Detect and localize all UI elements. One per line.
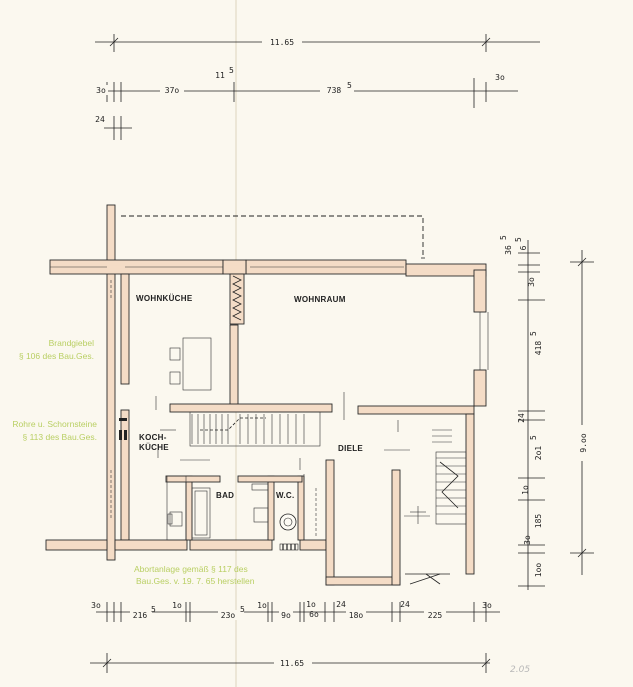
dim-top-wall: 24 — [95, 115, 105, 124]
dim-bottom-b: 216 — [133, 611, 148, 620]
entrance-steps — [405, 573, 450, 585]
bathtub — [191, 487, 211, 539]
dim-top-a: 37o — [165, 86, 180, 95]
wc-bowl — [279, 513, 297, 531]
dim-right-d: 418 — [534, 341, 543, 356]
dim-top-left: 3o — [96, 86, 106, 95]
approval-stamps: Brandgiebel § 106 des Bau.Ges. Rohre u. … — [12, 338, 254, 586]
dim-top-mid-small: 11 — [215, 71, 225, 80]
dim-bottom-l: 225 — [428, 611, 443, 620]
dashed-extension-outline — [121, 215, 424, 258]
flue-marks — [110, 280, 127, 520]
wall-bottom-wc — [299, 539, 327, 551]
wall-bad-left — [185, 475, 193, 541]
dim-right-g: 1o — [521, 485, 530, 495]
label-wohnkueche: WOHNKÜCHE — [136, 294, 193, 303]
wall-entrance-bottom — [325, 576, 401, 586]
dim-right-e: 24 — [517, 413, 526, 423]
label-bad: BAD — [216, 491, 234, 500]
stamp-rohre-1: Rohre u. Schornsteine — [12, 419, 97, 429]
wall-wc-right — [297, 475, 305, 541]
dim-bottom-b-sup: 5 — [151, 605, 156, 614]
stamp-brandgiebel-1: Brandgiebel — [49, 338, 94, 348]
dim-bottom-m: 3o — [482, 601, 492, 610]
wall-bottom-left — [45, 539, 108, 551]
dim-right-i: 3o — [523, 535, 532, 545]
dim-right-b: 6 — [519, 245, 528, 250]
dim-right-h: 185 — [534, 514, 543, 529]
stamp-abort-1: Abortanlage gemäß § 117 des — [134, 564, 248, 574]
dim-bottom-c: 1o — [172, 601, 182, 610]
kitchen-furniture — [155, 337, 212, 541]
dim-top-total: 11.65 — [270, 38, 294, 47]
dim-right-b-sup: 5 — [514, 237, 523, 242]
wall-entrance-right — [391, 469, 401, 586]
right-dimension-chain: 36 5 6 5 3o 418 5 24 2o1 5 1o 185 3o 1oo… — [499, 235, 594, 590]
dim-top-b-sup: 5 — [347, 81, 352, 90]
stamp-abort-2: Bau.Ges. v. 19. 7. 65 herstellen — [136, 576, 255, 586]
room-labels: WOHNKÜCHE WOHNRAUM KOCH- KÜCHE DIELE BAD… — [136, 294, 363, 500]
dim-top-mid-small-sup: 5 — [229, 66, 234, 75]
dim-bottom-k: 24 — [400, 600, 410, 609]
wall-bath-top — [237, 475, 303, 483]
dim-bottom-d-sup: 5 — [240, 605, 245, 614]
dim-bottom-f: 9o — [281, 611, 291, 620]
wall-diele-side — [465, 413, 475, 575]
lower-staircase — [404, 429, 467, 525]
label-wohnraum: WOHNRAUM — [294, 295, 346, 304]
dim-right-d-sup: 5 — [529, 331, 538, 336]
stamp-rohre-2: § 113 des Bau.Ges. — [22, 432, 97, 442]
dim-bottom-g: 1o — [306, 600, 316, 609]
wall-central — [229, 273, 245, 325]
chimney-hatch — [232, 275, 242, 321]
wall-entrance-left — [325, 459, 335, 586]
walls — [45, 204, 489, 586]
dim-bottom-i: 24 — [336, 600, 346, 609]
washbasin — [253, 507, 269, 523]
dim-right-total: 9.oo — [579, 433, 588, 452]
dim-right-a: 36 — [504, 245, 513, 255]
wall-left-inner-lower — [120, 409, 130, 541]
wall-bottom-kitchen — [114, 539, 188, 551]
dim-top-right: 3o — [495, 73, 505, 82]
upper-staircase — [189, 411, 321, 447]
top-dimension-chain: 11.65 3o 37o 11 5 738 5 3o 24 — [94, 34, 540, 140]
dim-right-f: 2o1 — [534, 446, 543, 461]
wall-right-upper — [473, 269, 487, 313]
label-wc: W.C. — [276, 491, 295, 500]
hall-marks — [299, 392, 410, 470]
label-kochkueche-1: KOCH- — [139, 433, 167, 442]
wall-landing — [169, 403, 333, 413]
label-kochkueche-2: KÜCHE — [139, 443, 169, 452]
bottom-dimension-chain: 3o 216 5 1o 23o 5 1o 9o 1o 6o 24 18o 24 … — [90, 600, 500, 673]
wall-bad-wc — [267, 475, 275, 541]
wall-bottom-bad — [189, 539, 273, 551]
dim-bottom-a: 3o — [91, 601, 101, 610]
chimney-column — [222, 259, 247, 275]
label-diele: DIELE — [338, 444, 363, 453]
dim-right-j: 1oo — [534, 563, 543, 578]
wall-right-mid — [473, 369, 487, 407]
pencil-note: 2.05 — [510, 665, 530, 675]
dim-right-f-sup: 5 — [529, 435, 538, 440]
dim-right-a-sup: 5 — [499, 235, 508, 240]
wall-central-lower — [229, 324, 239, 406]
wall-left-party — [106, 204, 116, 561]
dim-bottom-total: 11.65 — [280, 659, 304, 668]
sanitary-fixtures — [167, 474, 317, 551]
dim-top-b: 738 — [327, 86, 342, 95]
dim-right-c: 3o — [527, 277, 536, 287]
stamp-brandgiebel-2: § 106 des Bau.Ges. — [19, 351, 94, 361]
dim-bottom-d: 23o — [221, 611, 236, 620]
dim-bottom-j: 18o — [349, 611, 364, 620]
wall-left-inner — [120, 273, 130, 385]
wall-hall-right — [357, 405, 475, 415]
dim-bottom-e: 1o — [257, 601, 267, 610]
dim-bottom-h: 6o — [309, 610, 319, 619]
wall-kitchen-top — [165, 475, 221, 483]
